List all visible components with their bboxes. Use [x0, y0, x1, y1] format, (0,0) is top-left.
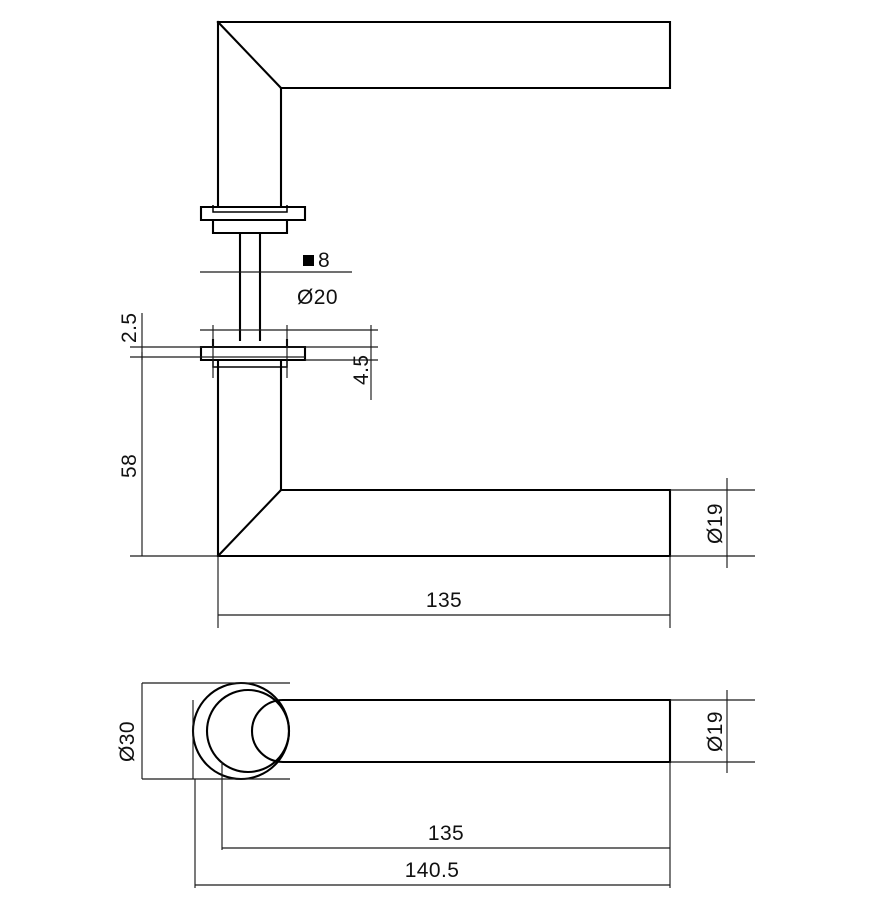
dimension-spindle-square-8: 8 [200, 249, 352, 273]
lower-lever-arm [216, 358, 672, 558]
dimension-lever-length-135-side: 135 [217, 556, 671, 628]
dimension-label-lever-height: 58 [118, 454, 141, 478]
dimension-rose-plate-4-5: 4.5 [305, 325, 378, 400]
dimension-lever-bar-d19-plan: Ø19 [670, 690, 755, 773]
spindle [238, 231, 262, 342]
dimension-label-lever-length-plan: 135 [428, 822, 464, 845]
dimension-lever-bar-d19-side: Ø19 [670, 478, 755, 568]
dimension-label-overall-length-plan: 140.5 [405, 859, 460, 882]
plan-view: Ø30 Ø19 135 140.5 [116, 681, 755, 888]
dimension-lever-height-58: 58 [118, 352, 218, 557]
dimension-label-lever-bar-diameter-side: Ø19 [704, 503, 727, 544]
square-section-icon [303, 255, 314, 266]
side-elevation-view: 8 Ø20 4.5 2.5 [118, 20, 755, 628]
rose-inner-circle [205, 688, 291, 774]
upper-lever-arm [216, 20, 672, 207]
dimension-flange-2-5: 2.5 [118, 313, 305, 360]
dimension-label-spindle-square: 8 [318, 249, 330, 272]
upper-rose-assembly [199, 205, 307, 235]
dimension-label-lever-bar-diameter-plan: Ø19 [704, 711, 727, 752]
dimension-rose-neck-d20: Ø20 [200, 286, 378, 378]
dimension-label-rose-neck-diameter: Ø20 [297, 286, 338, 309]
dimension-rose-d30: Ø30 [116, 682, 290, 780]
dimension-lever-length-135-plan: 135 [221, 762, 671, 888]
dimension-label-lever-length-side: 135 [426, 589, 462, 612]
dimension-label-rose-diameter-plan: Ø30 [116, 721, 139, 762]
plan-lever-bar [251, 698, 672, 764]
dimension-overall-length-140-5: 140.5 [194, 779, 670, 888]
dimension-label-flange-thickness: 2.5 [118, 313, 141, 343]
lower-rose-assembly [199, 338, 307, 368]
dimension-label-rose-plate-thickness: 4.5 [350, 355, 373, 385]
